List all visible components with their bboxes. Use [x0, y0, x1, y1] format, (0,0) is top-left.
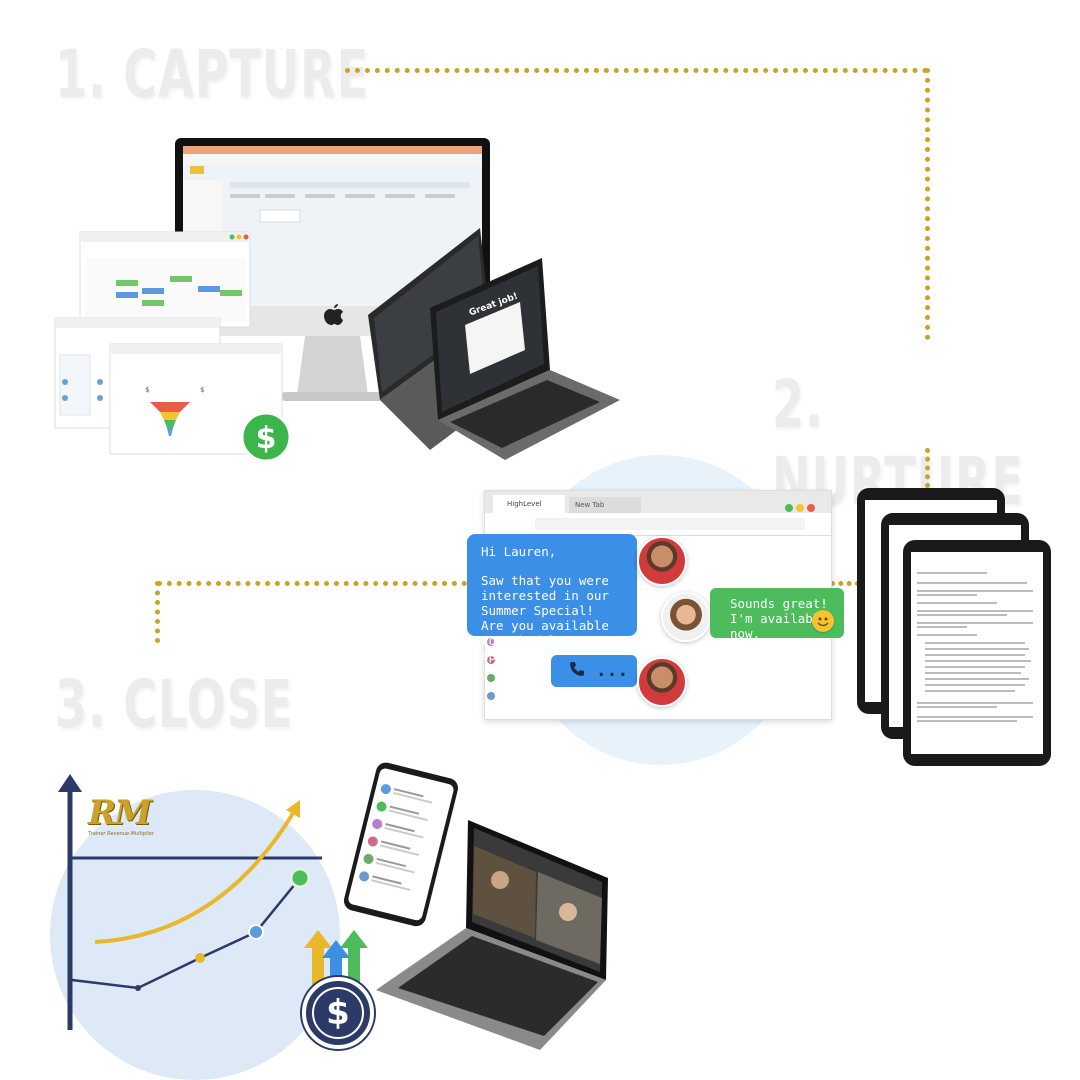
call-dots: ... — [595, 660, 629, 681]
reply-text: Sounds great! I'm available now. — [730, 596, 828, 641]
step-capture-label: 1. CAPTURE — [55, 36, 370, 113]
dollar-coin-icon: $ — [302, 977, 374, 1049]
svg-text:$: $ — [145, 386, 149, 394]
step-close-label: 3. CLOSE — [55, 666, 294, 743]
connector-nurture-horizontal — [157, 581, 467, 586]
trainer-avatar — [637, 536, 687, 586]
capture-illustration: $ $ $ — [54, 138, 620, 463]
calendar-window — [79, 231, 251, 328]
smartphone — [343, 762, 458, 927]
tab-new-label: New Tab — [575, 501, 605, 509]
tab-highlevel[interactable]: HighLevel — [493, 495, 565, 513]
message-body: Saw that you were interested in our Summ… — [481, 573, 609, 663]
growth-chart — [58, 774, 322, 1030]
connector-nurture-horizontal-right — [830, 581, 860, 586]
connector-capture-vertical — [925, 68, 930, 340]
laptop-front — [430, 258, 620, 460]
lauren-avatar — [661, 592, 711, 642]
close-background-circle — [50, 790, 340, 1080]
smiley-icon — [812, 610, 834, 632]
connector-capture-horizontal — [345, 68, 928, 73]
outgoing-message-bubble: Hi Lauren, Saw that you were interested … — [467, 534, 637, 663]
window-controls — [785, 497, 825, 512]
contact-list — [487, 631, 549, 711]
address-bar[interactable] — [535, 518, 805, 530]
brand-tagline: Trainer Revenue Multiplier — [88, 831, 154, 837]
message-greeting: Hi Lauren, — [481, 544, 557, 559]
brand-logo: RM Trainer Revenue Multiplier — [88, 795, 168, 845]
svg-text:$: $ — [200, 386, 204, 394]
tab-highlevel-label: HighLevel — [507, 500, 542, 508]
connector-nurture-vertical — [925, 448, 930, 488]
email-tablet-front — [903, 540, 1051, 766]
call-bubble: ... — [551, 655, 637, 687]
trainer-avatar-call — [637, 657, 687, 707]
svg-text:$: $ — [256, 421, 277, 456]
video-call-laptop — [376, 820, 608, 1050]
connector-close-vertical — [155, 581, 160, 643]
phone-icon — [569, 661, 585, 681]
close-devices — [343, 762, 608, 1050]
apple-icon — [324, 304, 343, 325]
tab-new[interactable]: New Tab — [569, 497, 641, 513]
dollar-icon: $ — [240, 411, 292, 463]
brand-logo-text: RM — [88, 793, 152, 833]
